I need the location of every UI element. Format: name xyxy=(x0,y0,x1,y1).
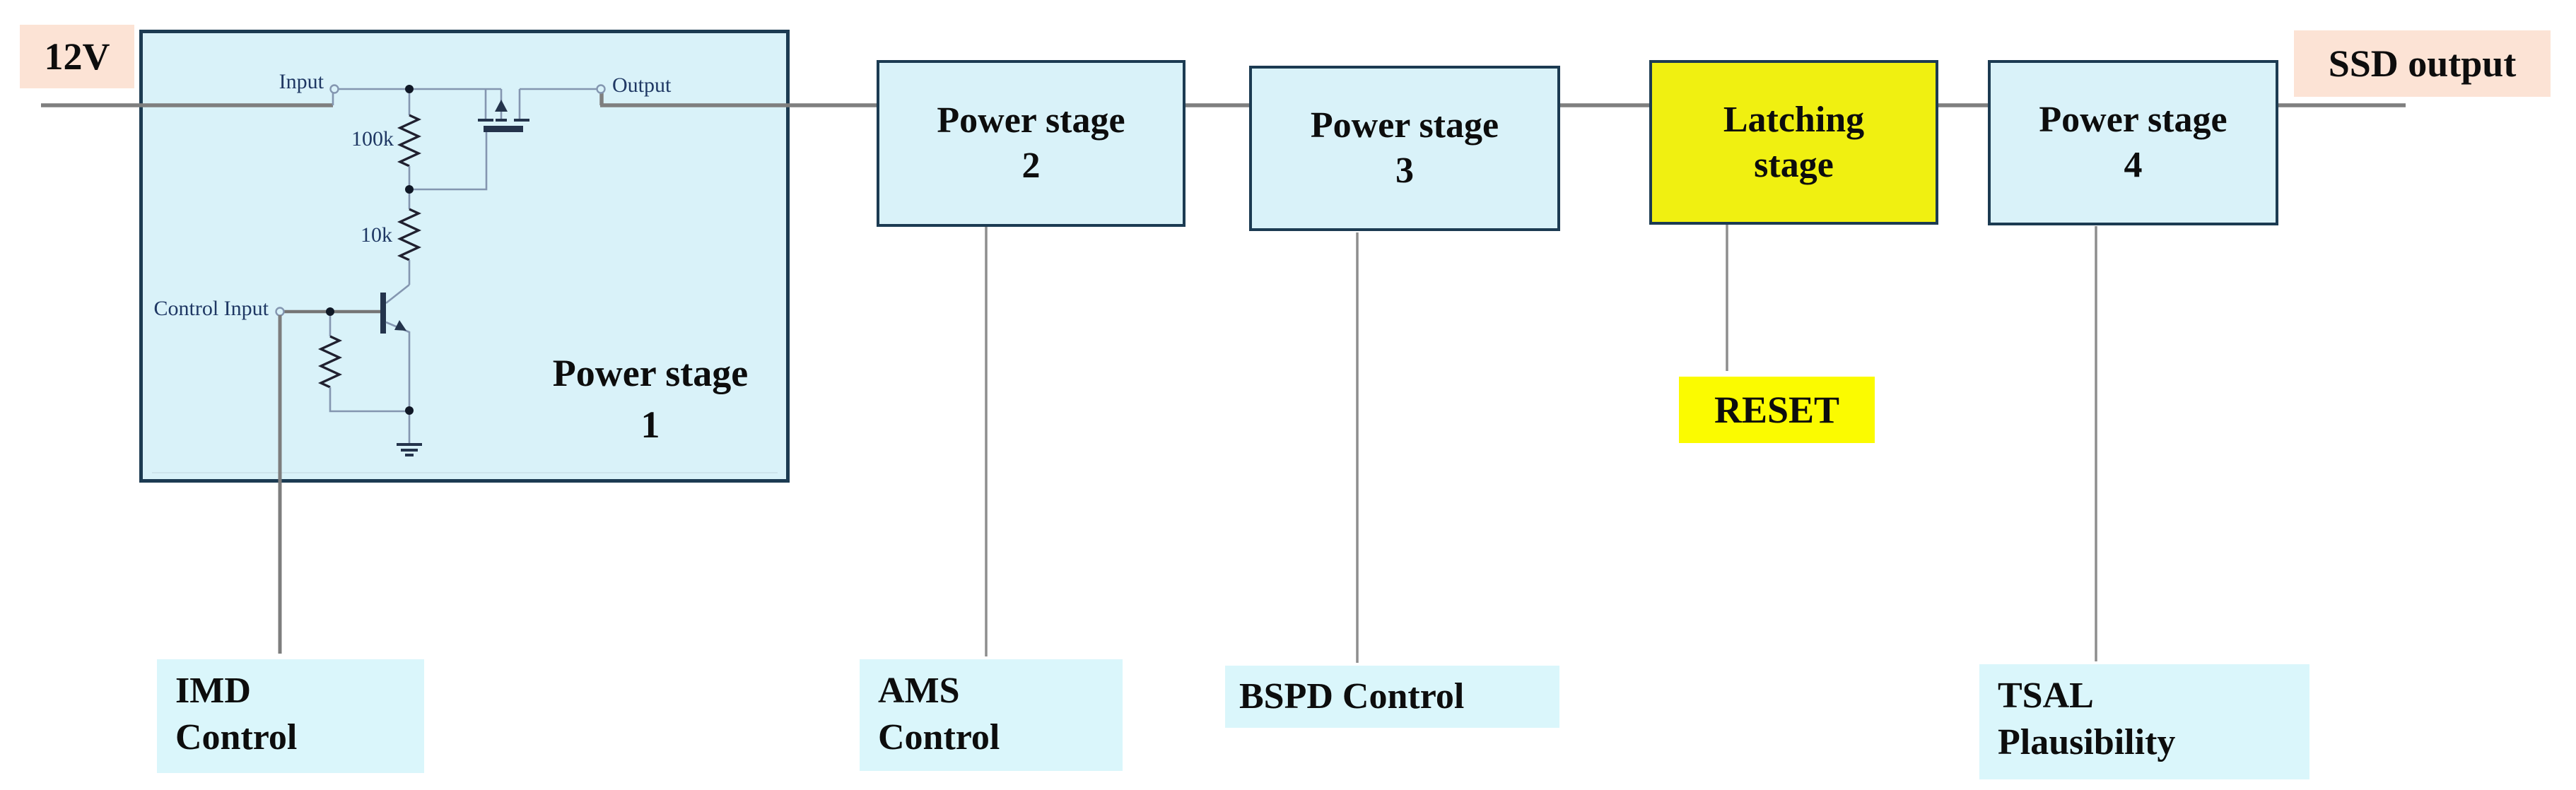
control-input-label: Control Input xyxy=(153,297,269,320)
imd-control-line2: Control xyxy=(175,717,298,757)
power-stage-4-title-line2: 4 xyxy=(2124,145,2143,185)
supply-12v-label: 12V xyxy=(20,25,134,88)
reset-label: RESET xyxy=(1679,377,1875,443)
resistor-100k-label: 100k xyxy=(351,127,394,151)
bspd-control-label: BSPD Control xyxy=(1225,666,1559,728)
supply-12v-text: 12V xyxy=(44,35,110,78)
tsal-plausibility-label: TSAL Plausibility xyxy=(1979,664,2309,779)
output-terminal-label: Output xyxy=(612,73,672,97)
power-stage-1-title: Power stage 1 xyxy=(488,348,813,451)
power-stage-4-title-line1: Power stage xyxy=(2039,100,2227,140)
ams-control-label: AMS Control xyxy=(860,659,1123,771)
bspd-control-text: BSPD Control xyxy=(1239,676,1465,717)
input-terminal-label: Input xyxy=(279,70,324,93)
ssd-output-text: SSD output xyxy=(2328,42,2517,85)
latching-stage-title-line2: stage xyxy=(1754,144,1834,185)
power-stage-4-box: Power stage 4 xyxy=(1988,60,2278,225)
ams-control-line1: AMS xyxy=(878,671,960,711)
ssd-output-label: SSD output xyxy=(2294,30,2551,97)
tsal-plausibility-line2: Plausibility xyxy=(1998,722,2176,762)
reset-text: RESET xyxy=(1714,389,1840,431)
power-stage-1-title-line1: Power stage xyxy=(552,352,749,394)
resistor-10k-label: 10k xyxy=(361,223,392,247)
power-stage-3-title-line1: Power stage xyxy=(1310,105,1499,146)
power-stage-3-title-line2: 3 xyxy=(1395,151,1414,191)
latching-stage-box: Latching stage xyxy=(1649,60,1938,225)
ams-control-line2: Control xyxy=(878,717,1000,757)
imd-control-line1: IMD xyxy=(175,671,251,711)
power-stage-3-box: Power stage 3 xyxy=(1249,66,1560,231)
power-stage-1-title-line2: 1 xyxy=(640,403,660,446)
imd-control-label: IMD Control xyxy=(157,659,424,773)
latching-stage-title-line1: Latching xyxy=(1723,99,1865,140)
power-stage-2-title-line2: 2 xyxy=(1021,146,1041,186)
tsal-plausibility-line1: TSAL xyxy=(1998,676,2094,716)
power-stage-2-title-line1: Power stage xyxy=(937,100,1125,141)
power-stage-2-box: Power stage 2 xyxy=(877,60,1185,227)
